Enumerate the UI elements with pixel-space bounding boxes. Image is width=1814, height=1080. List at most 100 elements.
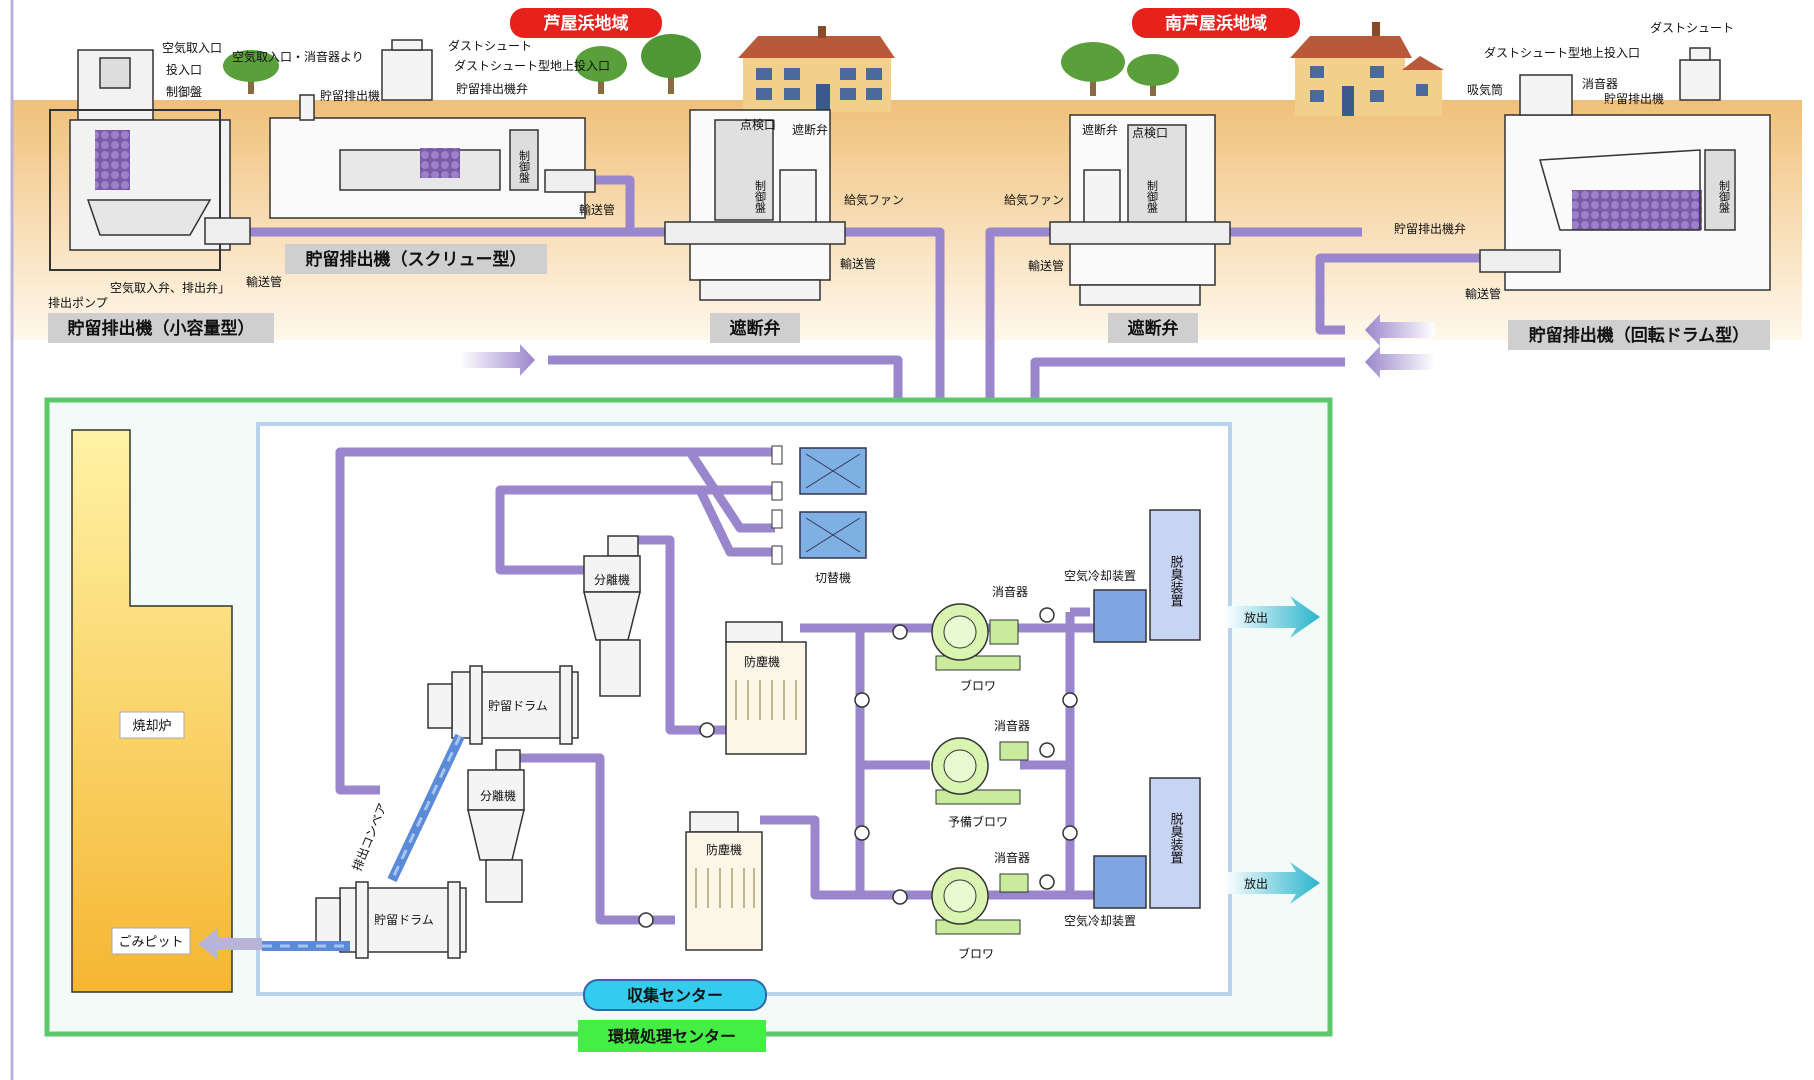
caption-shutoff-valve-left: 遮断弁	[710, 313, 800, 343]
house-icon	[1290, 22, 1444, 116]
svg-text:消音器: 消音器	[992, 584, 1028, 599]
region-badge-minami-ashiyahama: 南芦屋浜地域	[1132, 8, 1300, 38]
incinerator-label: 焼却炉	[119, 711, 185, 739]
svg-text:空気取入弁、排出弁」: 空気取入弁、排出弁」	[110, 280, 230, 295]
svg-text:ダストシュート: ダストシュート	[448, 38, 532, 53]
svg-text:空気取入口: 空気取入口	[162, 40, 222, 55]
svg-text:輸送管: 輸送管	[1465, 286, 1501, 301]
separator-lower: 分離機	[467, 749, 525, 903]
svg-text:貯留排出機弁: 貯留排出機弁	[456, 81, 528, 96]
arrow-left-icon	[1365, 314, 1435, 346]
shutoff-valve-left	[664, 109, 846, 301]
air-cooling-unit-bottom: 空気冷却装置	[1064, 855, 1147, 928]
svg-text:ブロワ: ブロワ	[960, 678, 996, 693]
air-cooling-unit-top: 空気冷却装置	[1064, 568, 1147, 643]
svg-text:貯留排出機弁: 貯留排出機弁	[1394, 221, 1466, 236]
svg-text:給気ファン: 給気ファン	[844, 192, 904, 207]
svg-text:遮断弁: 遮断弁	[1128, 318, 1179, 339]
deodorizer-top: 脱臭装置	[1149, 509, 1201, 641]
svg-text:予備ブロワ: 予備ブロワ	[948, 814, 1008, 829]
svg-text:消音器: 消音器	[1582, 76, 1618, 91]
svg-text:貯留排出機（スクリュー型）: 貯留排出機（スクリュー型）	[306, 249, 527, 270]
svg-text:貯留排出機: 貯留排出機	[320, 88, 380, 103]
svg-text:空気取入口・消音器より: 空気取入口・消音器より	[232, 49, 364, 64]
svg-text:遮断弁: 遮断弁	[792, 122, 828, 137]
svg-text:貯留ドラム: 貯留ドラム	[488, 699, 548, 713]
tree-icon	[223, 34, 1179, 96]
shutoff-valve-right	[1049, 114, 1231, 306]
svg-text:ダストシュート型地上投入口: ダストシュート型地上投入口	[454, 58, 610, 73]
svg-text:遮断弁: 遮断弁	[1082, 122, 1118, 137]
svg-text:ダストシュート: ダストシュート	[1650, 20, 1734, 35]
arrow-to-pit-icon	[198, 928, 262, 960]
svg-text:ダストシュート型地上投入口: ダストシュート型地上投入口	[1484, 45, 1640, 60]
svg-text:空気冷却装置: 空気冷却装置	[1064, 913, 1136, 928]
svg-text:制御盤: 制御盤	[1718, 180, 1731, 213]
svg-text:分離機: 分離機	[480, 788, 516, 803]
exhaust-arrow-top: 放出	[1224, 596, 1320, 638]
garbage-pit-label: ごみピット	[111, 927, 191, 955]
svg-text:吸気筒: 吸気筒	[1467, 82, 1503, 97]
arrow-left-icon	[1365, 346, 1435, 378]
rotary-drum-storage-discharger	[1479, 47, 1771, 291]
caption-screw-type: 貯留排出機（スクリュー型）	[285, 244, 547, 274]
svg-text:分離機: 分離機	[594, 572, 630, 587]
blower-top: 消音器 ブロワ	[931, 584, 1028, 693]
svg-text:放出: 放出	[1244, 610, 1268, 625]
svg-text:芦屋浜地域: 芦屋浜地域	[544, 13, 629, 34]
caption-shutoff-valve-right: 遮断弁	[1108, 313, 1198, 343]
environment-center-badge: 環境処理センター	[578, 1020, 766, 1052]
storage-drum-upper: 貯留ドラム	[427, 665, 579, 745]
svg-text:空気冷却装置: 空気冷却装置	[1064, 568, 1136, 583]
caption-rotary-drum: 貯留排出機（回転ドラム型）	[1508, 320, 1770, 350]
exhaust-arrow-bottom: 放出	[1224, 862, 1320, 904]
svg-text:点検口: 点検口	[740, 118, 776, 132]
incinerator	[71, 429, 233, 993]
arrow-right-icon	[460, 344, 535, 376]
svg-text:輸送管: 輸送管	[840, 256, 876, 271]
region-badge-ashiyahama: 芦屋浜地域	[510, 8, 662, 38]
svg-text:輸送管: 輸送管	[1028, 258, 1064, 273]
svg-text:輸送管: 輸送管	[579, 202, 615, 217]
blower-spare: 消音器 予備ブロワ	[931, 718, 1030, 829]
svg-text:制御盤: 制御盤	[518, 150, 531, 183]
control-panel-vertical-labels: 制御盤 制御盤 制御盤 制御盤	[518, 150, 1731, 213]
storage-drum-lower: 貯留ドラム	[315, 881, 467, 959]
small-capacity-storage-discharger	[49, 49, 251, 271]
valve-icon	[638, 607, 1078, 928]
svg-text:脱臭装置: 脱臭装置	[1168, 812, 1184, 864]
dust-collector-lower: 防塵機	[685, 811, 763, 951]
svg-text:収集センター: 収集センター	[627, 986, 723, 1005]
collection-center-badge: 収集センター	[583, 979, 767, 1011]
svg-text:ブロワ: ブロワ	[958, 946, 994, 961]
svg-text:貯留排出機（回転ドラム型）: 貯留排出機（回転ドラム型）	[1529, 325, 1750, 346]
svg-text:南芦屋浜地域: 南芦屋浜地域	[1165, 13, 1267, 34]
svg-text:ごみピット: ごみピット	[118, 934, 183, 950]
svg-text:輸送管: 輸送管	[246, 274, 282, 289]
transport-pipes-plant	[335, 447, 1100, 925]
svg-text:制御盤: 制御盤	[166, 84, 202, 99]
svg-text:焼却炉: 焼却炉	[132, 719, 171, 734]
svg-text:貯留排出機（小容量型）: 貯留排出機（小容量型）	[68, 318, 255, 339]
svg-text:排出ポンプ: 排出ポンプ	[48, 296, 108, 310]
screw-type-storage-discharger	[269, 39, 596, 219]
top-labels: 空気取入口 投入口 制御盤 空気取入口・消音器より ダストシュート ダストシュー…	[48, 20, 1734, 310]
svg-text:防塵機: 防塵機	[744, 654, 780, 669]
svg-text:防塵機: 防塵機	[706, 842, 742, 857]
svg-text:消音器: 消音器	[994, 718, 1030, 733]
caption-small-capacity: 貯留排出機（小容量型）	[48, 313, 274, 343]
svg-text:制御盤: 制御盤	[754, 180, 767, 213]
svg-text:点検口: 点検口	[1132, 126, 1168, 140]
svg-text:切替機: 切替機	[815, 570, 851, 585]
deodorizer-bottom: 脱臭装置	[1149, 777, 1201, 909]
svg-text:貯留ドラム: 貯留ドラム	[374, 913, 434, 927]
dust-collector-upper: 防塵機	[725, 621, 807, 755]
svg-text:放出: 放出	[1244, 876, 1268, 891]
svg-text:消音器: 消音器	[994, 850, 1030, 865]
blower-bottom: 消音器 ブロワ	[931, 850, 1030, 961]
svg-text:貯留排出機: 貯留排出機	[1604, 91, 1664, 106]
svg-text:環境処理センター: 環境処理センター	[608, 1027, 736, 1046]
svg-text:遮断弁: 遮断弁	[730, 318, 781, 339]
